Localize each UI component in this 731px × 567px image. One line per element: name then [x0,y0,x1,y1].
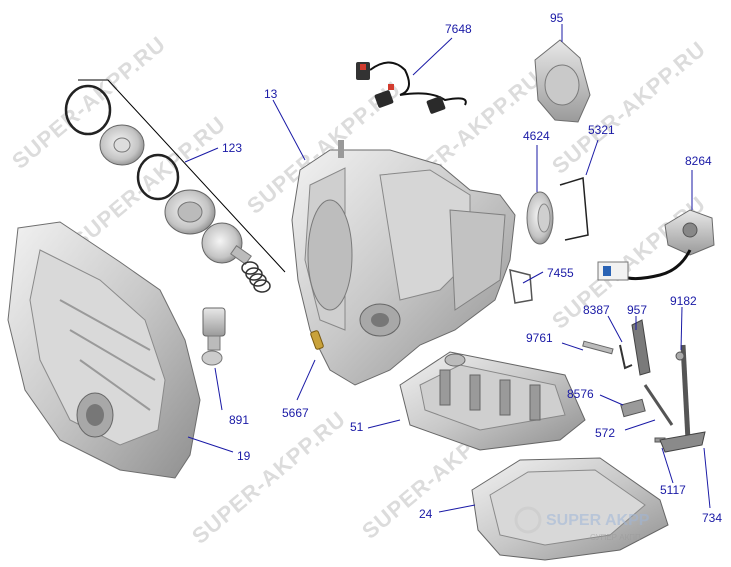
piston-kit-part [64,79,286,293]
bell-housing-part [7,221,201,479]
label-7648: 7648 [445,22,472,36]
label-957: 957 [627,303,647,317]
label-9182: 9182 [670,294,697,308]
label-7455: 7455 [547,266,574,280]
label-891: 891 [229,413,249,427]
label-24: 24 [419,507,433,521]
seal-disc-part [526,191,554,245]
accumulator-part [201,307,226,366]
brand-tagline: СУПЕР АКПП [590,533,641,542]
label-572: 572 [595,426,615,440]
label-95: 95 [550,11,564,25]
range-sensor-part [597,209,715,281]
speed-sensor-part [356,61,467,114]
gasket-part [509,268,533,304]
callout-labels: 7648 95 13 123 4624 5321 8264 7455 8387 … [222,11,722,525]
label-8576: 8576 [567,387,594,401]
manual-shaft-part [659,344,706,453]
watermark-text: SUPER-AKPP.RU [187,406,350,549]
label-8387: 8387 [583,303,610,317]
label-19: 19 [237,449,251,463]
valve-body-part [399,351,586,451]
watermark-text: SUPER-AKPP.RU [7,31,170,174]
oil-pan-part [471,457,669,561]
label-5117: 5117 [660,483,686,497]
bracket-wire-part [559,177,589,241]
cover-part [534,39,591,123]
sensor-plug-part [310,330,324,350]
label-5667: 5667 [282,406,309,420]
label-123: 123 [222,141,242,155]
small-parts [582,319,674,443]
label-4624: 4624 [523,129,550,143]
label-51: 51 [350,420,364,434]
brand-watermark: SUPER AKPP СУПЕР АКПП [514,506,650,542]
brand-text: SUPER AKPP [546,512,650,529]
transmission-case-part [291,140,516,386]
label-5321: 5321 [588,123,615,137]
label-9761: 9761 [526,331,553,345]
label-734: 734 [702,511,722,525]
leader-lines [184,24,711,513]
label-8264: 8264 [685,154,712,168]
label-13: 13 [264,87,278,101]
